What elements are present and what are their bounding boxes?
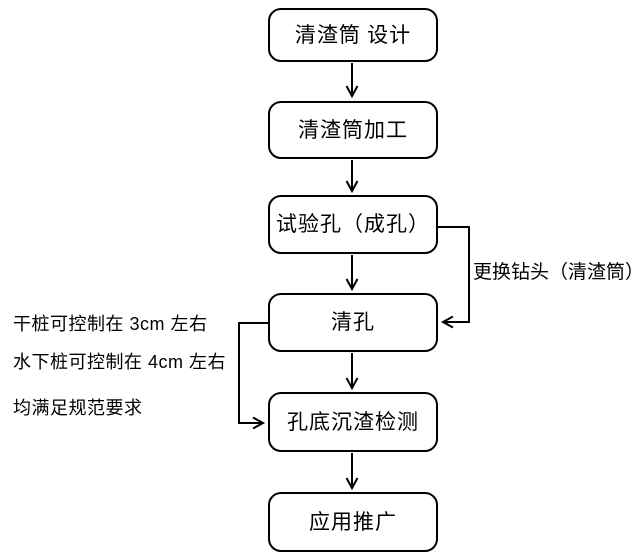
- flow-node-fabrication: 清渣筒加工: [268, 101, 438, 159]
- branch-line-left: [238, 322, 268, 430]
- left-note-line-2: 水下桩可控制在 4cm 左右: [13, 352, 227, 372]
- left-note-line-3: 均满足规范要求: [13, 398, 143, 418]
- loop-label-change-drill: 更换钻头（清渣筒）: [473, 262, 644, 283]
- flow-node-application-label: 应用推广: [309, 509, 397, 534]
- flow-node-design-label: 清渣筒 设计: [294, 22, 412, 47]
- flow-node-test-hole-label: 试验孔（成孔）: [276, 212, 430, 236]
- flow-node-sediment-detection-label: 孔底沉渣检测: [287, 409, 419, 434]
- flow-node-fabrication-label: 清渣筒加工: [298, 117, 408, 142]
- flow-node-hole-cleaning-label: 清孔: [331, 310, 375, 334]
- flow-node-application: 应用推广: [268, 492, 438, 552]
- flow-node-test-hole: 试验孔（成孔）: [268, 195, 438, 254]
- flow-node-design: 清渣筒 设计: [268, 8, 438, 62]
- left-note-line-1: 干桩可控制在 3cm 左右: [13, 314, 208, 334]
- loop-line-right: [438, 226, 470, 329]
- flow-node-sediment-detection: 孔底沉渣检测: [268, 392, 438, 452]
- flow-node-hole-cleaning: 清孔: [268, 293, 438, 352]
